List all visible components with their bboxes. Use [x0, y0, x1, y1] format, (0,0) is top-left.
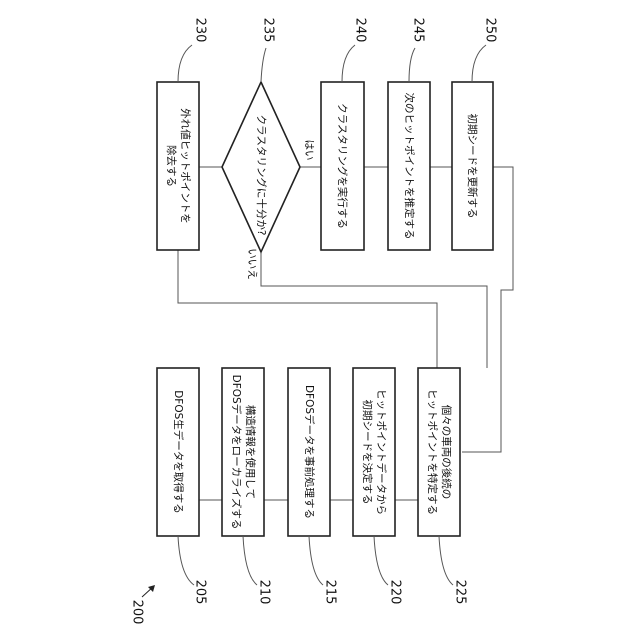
leader-250 — [472, 45, 486, 82]
step-label-250: 初期シードを更新する — [466, 114, 479, 219]
step-box-225 — [418, 368, 460, 536]
step-label-210-line1: 構造情報を使用して — [244, 405, 257, 499]
leader-210 — [243, 536, 257, 585]
leader-215 — [309, 536, 323, 585]
ref-number-215: 215 — [323, 580, 338, 605]
leader-220 — [374, 536, 388, 585]
step-label-205: DFOS生データを取得する — [172, 390, 185, 514]
decision-yes-label: はい — [303, 140, 315, 161]
connector-235-no — [261, 252, 487, 368]
ref-number-235: 235 — [261, 18, 276, 43]
step-label-240: クラスタリングを実行する — [336, 103, 349, 229]
ref-number-210: 210 — [257, 580, 272, 605]
step-label-225-line1: 個々の車両の後続の — [440, 405, 453, 500]
decision-label-235: クラスタリングに十分か? — [255, 115, 268, 236]
step-label-220-line2: 初期シードを決定する — [361, 400, 374, 505]
ref-number-245: 245 — [411, 18, 426, 43]
step-label-225-line2: ヒットポイントを特定する — [426, 389, 439, 515]
ref-number-250: 250 — [483, 18, 498, 43]
leader-225 — [439, 536, 453, 585]
step-label-230-line1: 外れ値ヒットポイントを — [179, 108, 192, 224]
step-box-230 — [157, 82, 199, 250]
ref-number-225: 225 — [453, 580, 468, 605]
step-label-220-line1: ヒットポイントデータから — [375, 389, 388, 515]
decision-no-label: いいえ — [246, 248, 258, 280]
step-label-245: 次のヒットポイントを推定する — [403, 93, 416, 240]
figure-arrow — [142, 585, 155, 597]
step-label-230-line2: 除去する — [165, 145, 178, 187]
leader-205 — [178, 536, 194, 585]
leader-240 — [342, 45, 355, 82]
connector-225-230 — [178, 250, 437, 368]
step-box-220 — [353, 368, 395, 536]
ref-number-205: 205 — [193, 580, 208, 605]
ref-number-220: 220 — [388, 580, 403, 605]
leader-245 — [409, 48, 415, 82]
step-box-210 — [222, 368, 264, 536]
leader-235 — [261, 48, 266, 82]
ref-number-230: 230 — [193, 18, 208, 43]
figure-number: 200 — [130, 600, 145, 625]
step-label-215: DFOSデータを事前処理する — [303, 385, 316, 519]
step-label-210-line2: DFOSデータをローカライズする — [230, 375, 243, 530]
leader-230 — [178, 45, 192, 82]
ref-number-240: 240 — [353, 18, 368, 43]
